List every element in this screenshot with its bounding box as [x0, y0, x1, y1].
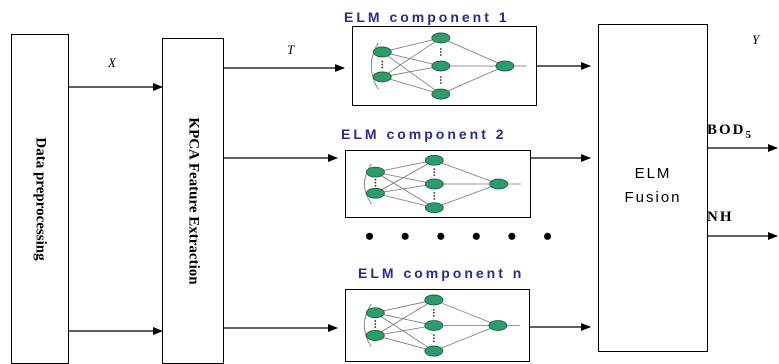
network-edge [375, 171, 435, 209]
input-node [372, 46, 392, 58]
input-node [365, 307, 385, 319]
network-edge [382, 76, 441, 95]
network-edge [382, 51, 442, 95]
network-edge [434, 183, 499, 209]
ellipsis-dot [381, 66, 384, 69]
input-bracket [363, 163, 372, 205]
hidden-node [424, 154, 444, 166]
network-edge [375, 335, 434, 352]
component-n-title: ELM component n [358, 265, 525, 281]
elm-network-2 [345, 150, 531, 218]
ellipsis-dot [432, 340, 435, 343]
component-1-title: ELM component 1 [344, 9, 510, 25]
input-bracket [363, 303, 372, 348]
ellipsis-dot [374, 320, 377, 322]
network-edge [382, 37, 442, 78]
ellipsis-dot [432, 337, 435, 340]
ellipsis-dot [439, 54, 442, 56]
ellipsis-dot [432, 308, 435, 311]
network-edge [375, 312, 435, 352]
variable-y: Y [752, 32, 760, 47]
ellipsis-dot [439, 51, 442, 53]
ellipsis-dot [374, 326, 377, 328]
network-graphic [363, 294, 520, 357]
network-edge [375, 299, 434, 314]
fusion-label-line2: Fusion [624, 189, 682, 206]
input-node [366, 166, 385, 178]
output-node [488, 320, 508, 331]
ellipsis-dots: • • • • • • [365, 222, 563, 251]
hidden-node [424, 320, 444, 331]
output-node [489, 178, 509, 190]
network-graphic [363, 154, 521, 214]
ellipsis-dot [433, 171, 436, 174]
network-edge [440, 37, 506, 67]
output-bod: BOD5 [707, 122, 751, 141]
ellipsis-dot [374, 323, 377, 325]
hidden-node [431, 60, 451, 72]
network-edge [375, 159, 435, 194]
hidden-node [431, 32, 451, 44]
variable-t: T [287, 42, 295, 57]
elm-network-n [345, 289, 530, 362]
fusion-label-line1: ELM [634, 165, 672, 182]
ellipsis-dot [433, 174, 436, 177]
kpca-box: KPCA Feature Extraction [162, 38, 224, 364]
network-edge [382, 51, 441, 67]
network-edge [375, 299, 435, 336]
variable-x: X [108, 55, 116, 70]
network-edge [375, 325, 434, 336]
ellipsis-dot [433, 197, 436, 200]
hidden-node [424, 345, 444, 357]
output-bod-subscript: 5 [745, 129, 752, 141]
network-edge [375, 159, 435, 173]
ellipsis-dot [381, 60, 384, 63]
ellipsis-dot [439, 48, 442, 50]
network-edge [382, 65, 441, 78]
network-edge [440, 65, 506, 95]
elm-fusion-box: ELM Fusion [598, 24, 708, 352]
ellipsis-dot [381, 63, 384, 66]
input-node [365, 330, 385, 341]
ellipsis-dot [439, 76, 442, 78]
input-node [366, 187, 385, 199]
preprocessing-box: Data preprocessing [11, 34, 69, 364]
network-edge [382, 37, 441, 53]
ellipsis-dot [439, 79, 442, 81]
ellipsis-dot [432, 311, 435, 314]
network-edge [375, 183, 435, 194]
network-edge [375, 312, 434, 326]
ellipsis-dot [432, 314, 435, 317]
output-node [495, 60, 515, 72]
ellipsis-dot [374, 178, 377, 181]
hidden-node [424, 178, 444, 190]
hidden-node [431, 88, 451, 100]
ellipsis-dot [439, 82, 442, 84]
network-edge [375, 171, 435, 185]
input-node [372, 71, 392, 83]
network-graphic [370, 32, 527, 100]
elm-network-1 [352, 26, 537, 106]
output-nh: NH [707, 209, 734, 225]
hidden-node [424, 294, 444, 306]
component-2-title: ELM component 2 [341, 126, 507, 142]
input-bracket [370, 42, 379, 90]
ellipsis-dot [433, 191, 436, 194]
ellipsis-dot [374, 184, 377, 187]
preprocessing-label: Data preprocessing [32, 137, 49, 261]
ellipsis-dot [374, 181, 377, 184]
kpca-label: KPCA Feature Extraction [185, 117, 202, 285]
network-edge [433, 299, 499, 326]
ellipsis-dot [433, 194, 436, 197]
hidden-node [424, 202, 444, 214]
output-bod-text: BOD [707, 122, 746, 138]
ellipsis-dot [432, 334, 435, 337]
ellipsis-dot [433, 168, 436, 171]
network-edge [433, 325, 499, 352]
network-edge [375, 192, 435, 209]
network-edge [434, 159, 499, 185]
